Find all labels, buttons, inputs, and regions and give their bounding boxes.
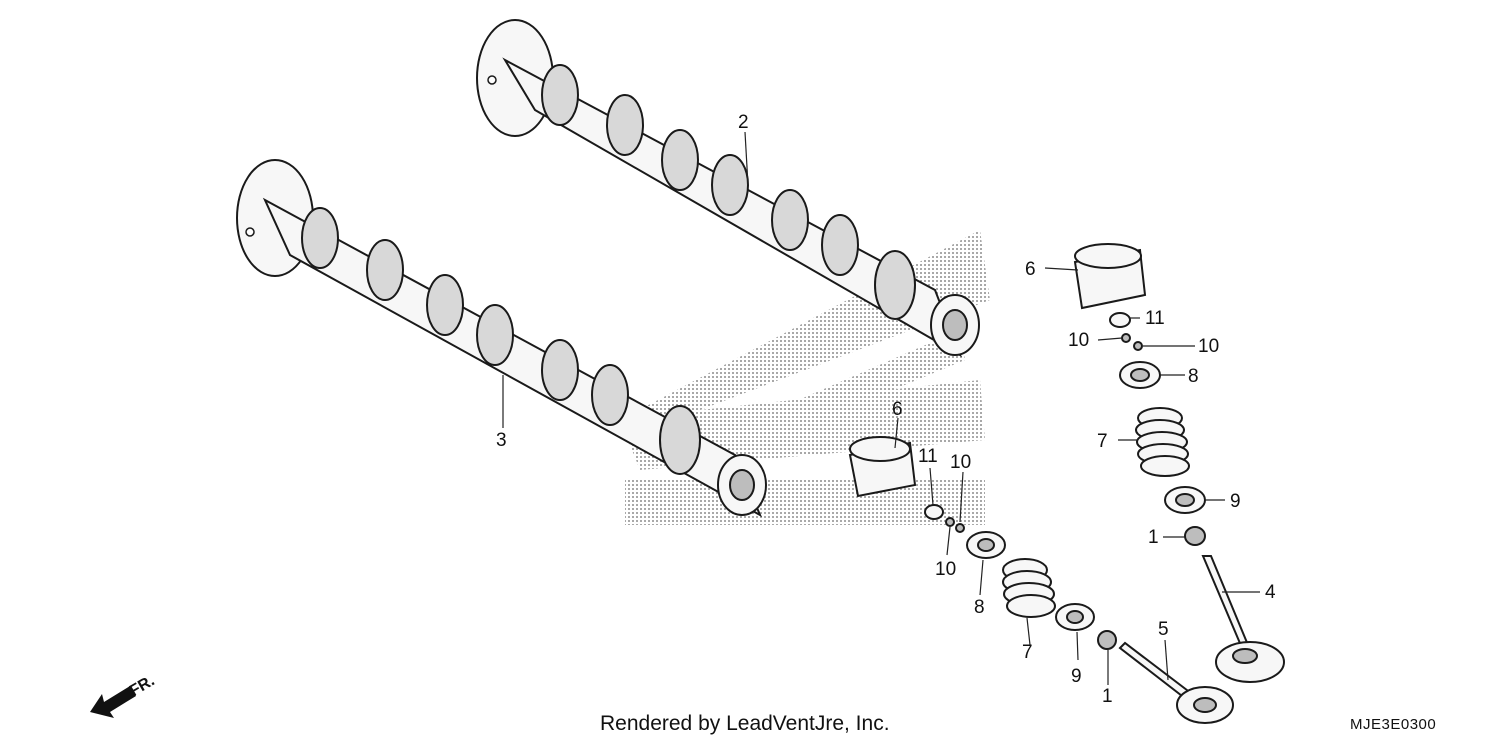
callout-tappet-right[interactable]: 6	[1025, 259, 1036, 280]
callout-cotter-right-b[interactable]: 10	[1198, 336, 1219, 357]
callout-seal-left[interactable]: 1	[1102, 686, 1113, 707]
leader-lines	[502, 131, 1260, 685]
cotter-right-b[interactable]	[1133, 341, 1143, 351]
diagram-code: MJE3E0300	[1350, 716, 1437, 733]
spring-left[interactable]	[1002, 558, 1056, 618]
spring-right[interactable]	[1135, 407, 1190, 477]
tappet-right[interactable]	[1073, 243, 1147, 310]
stem-seal-right[interactable]	[1184, 526, 1206, 546]
callout-retainer-left[interactable]: 8	[974, 597, 985, 618]
callout-shim-left[interactable]: 11	[918, 446, 938, 467]
callout-seat-right[interactable]: 9	[1230, 491, 1241, 512]
retainer-right[interactable]	[1119, 361, 1161, 389]
callout-retainer-right[interactable]: 8	[1188, 366, 1199, 387]
arrow-left-down-icon	[90, 686, 136, 718]
callout-spring-right[interactable]: 7	[1097, 431, 1108, 452]
callout-camshaft-intake[interactable]: 3	[496, 430, 507, 451]
cotter-left-b[interactable]	[955, 523, 965, 533]
callout-cotter-left-b[interactable]: 10	[935, 559, 956, 580]
callout-spring-left[interactable]: 7	[1022, 642, 1033, 663]
spring-seat-left[interactable]	[1055, 603, 1095, 631]
callout-cotter-right-a[interactable]: 10	[1068, 330, 1089, 351]
render-credit: Rendered by LeadVentJre, Inc.	[600, 712, 890, 735]
camshaft-exhaust[interactable]	[476, 19, 980, 358]
callout-labels: 2 3 6 11 10 10 8 7 9 1 4 6 11 10 10 8 7 …	[496, 112, 1276, 707]
valve-right[interactable]	[1201, 555, 1285, 683]
callout-seat-left[interactable]: 9	[1071, 666, 1082, 687]
callout-cotter-left-a[interactable]: 10	[950, 452, 971, 473]
callout-valve-left[interactable]: 5	[1158, 619, 1169, 640]
camshaft-intake[interactable]	[236, 159, 767, 518]
cotter-left-a[interactable]	[945, 517, 955, 527]
shim-right[interactable]	[1109, 312, 1131, 328]
shim-left[interactable]	[924, 504, 944, 520]
logo-watermark	[620, 230, 990, 525]
spring-seat-right[interactable]	[1164, 486, 1206, 514]
callout-shim-right[interactable]: 11	[1145, 308, 1165, 329]
valve-left[interactable]	[1118, 641, 1234, 724]
front-direction-marker: FR.	[90, 672, 158, 718]
valve-assembly-left	[848, 436, 1234, 724]
cotter-right-a[interactable]	[1121, 333, 1131, 343]
callout-tappet-left[interactable]: 6	[892, 399, 903, 420]
callout-valve-right[interactable]: 4	[1265, 582, 1276, 603]
callout-camshaft-exhaust[interactable]: 2	[738, 112, 749, 133]
stem-seal-left[interactable]	[1097, 630, 1117, 650]
tappet-left[interactable]	[848, 436, 917, 498]
callout-seal-right[interactable]: 1	[1148, 527, 1159, 548]
retainer-left[interactable]	[966, 531, 1006, 559]
valve-assembly-right	[1073, 243, 1285, 683]
